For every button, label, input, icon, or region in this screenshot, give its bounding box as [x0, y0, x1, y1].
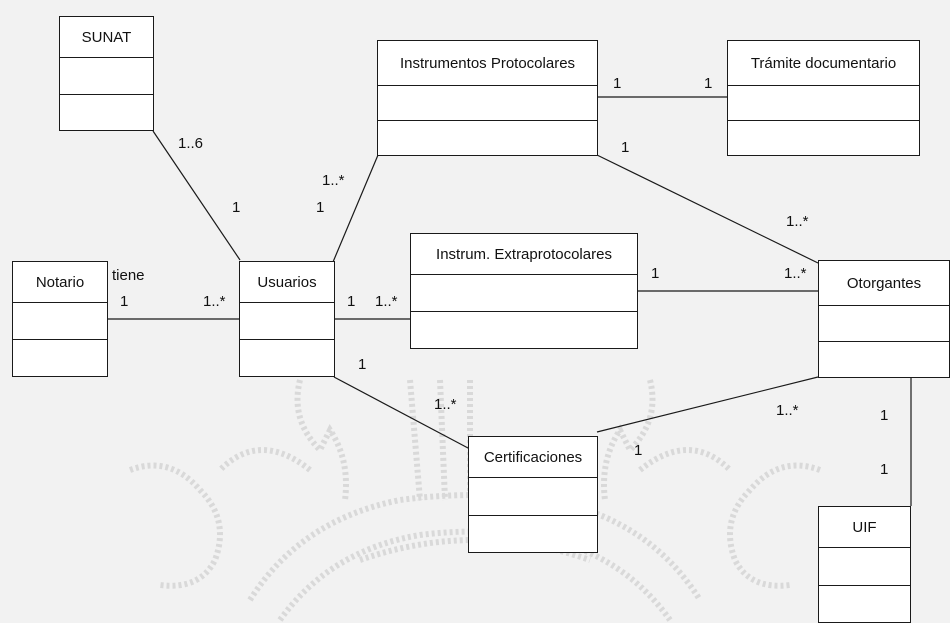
multiplicity-label: 1..*: [375, 294, 398, 309]
class-name: Usuarios: [240, 262, 334, 303]
multiplicity-label: 1..*: [784, 266, 807, 281]
multiplicity-label: 1: [634, 443, 642, 458]
class-name: UIF: [819, 507, 910, 548]
multiplicity-label: 1..*: [786, 214, 809, 229]
multiplicity-label: 1..*: [322, 173, 345, 188]
class-otorgantes: Otorgantes: [818, 260, 950, 378]
multiplicity-label: 1: [316, 200, 324, 215]
class-operations: [378, 121, 597, 155]
class-name: Notario: [13, 262, 107, 303]
multiplicity-label: 1: [232, 200, 240, 215]
multiplicity-label: 1: [621, 140, 629, 155]
class-operations: [819, 586, 910, 623]
class-name: Trámite documentario: [728, 41, 919, 86]
class-attributes: [411, 275, 637, 312]
class-name: SUNAT: [60, 17, 153, 58]
multiplicity-label: 1: [651, 266, 659, 281]
multiplicity-label: 1: [358, 357, 366, 372]
class-attributes: [240, 303, 334, 340]
class-attributes: [378, 86, 597, 121]
class-attributes: [469, 478, 597, 516]
class-name: Otorgantes: [819, 261, 949, 306]
multiplicity-label: 1: [347, 294, 355, 309]
class-certificaciones: Certificaciones: [468, 436, 598, 553]
multiplicity-label: 1: [613, 76, 621, 91]
class-attributes: [728, 86, 919, 121]
class-attributes: [819, 548, 910, 586]
class-operations: [240, 340, 334, 376]
class-name: Certificaciones: [469, 437, 597, 478]
association-name-label: tiene: [112, 268, 145, 283]
multiplicity-label: 1: [120, 294, 128, 309]
class-attributes: [13, 303, 107, 340]
class-sunat: SUNAT: [59, 16, 154, 131]
class-operations: [819, 342, 949, 377]
class-name: Instrumentos Protocolares: [378, 41, 597, 86]
multiplicity-label: 1: [704, 76, 712, 91]
class-operations: [728, 121, 919, 155]
multiplicity-label: 1..*: [776, 403, 799, 418]
class-notario: Notario: [12, 261, 108, 377]
multiplicity-label: 1..*: [434, 397, 457, 412]
class-operations: [411, 312, 637, 348]
class-name: Instrum. Extraprotocolares: [411, 234, 637, 275]
class-attributes: [819, 306, 949, 342]
class-instrum-extraprotocolares: Instrum. Extraprotocolares: [410, 233, 638, 349]
class-operations: [13, 340, 107, 376]
class-uif: UIF: [818, 506, 911, 623]
class-operations: [60, 95, 153, 131]
multiplicity-label: 1..*: [203, 294, 226, 309]
class-tramite-documentario: Trámite documentario: [727, 40, 920, 156]
class-attributes: [60, 58, 153, 95]
multiplicity-label: 1..6: [178, 136, 203, 151]
multiplicity-label: 1: [880, 408, 888, 423]
class-instrumentos-protocolares: Instrumentos Protocolares: [377, 40, 598, 156]
multiplicity-label: 1: [880, 462, 888, 477]
class-usuarios: Usuarios: [239, 261, 335, 377]
class-operations: [469, 516, 597, 553]
